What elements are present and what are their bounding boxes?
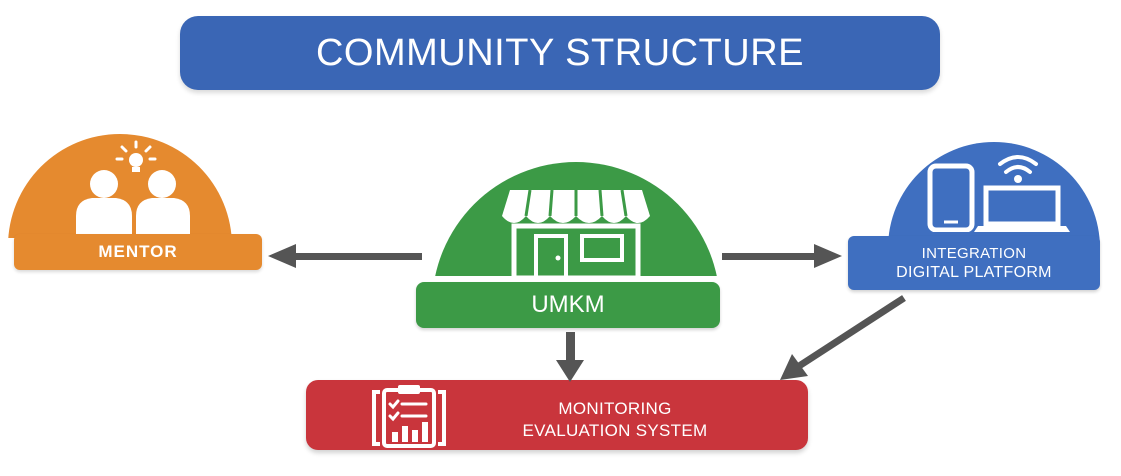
clipboard-chart-icon [372, 385, 446, 448]
arrowhead-monitoring-down [556, 360, 584, 382]
arrowhead-integration [814, 244, 842, 268]
storefront-icon [502, 189, 650, 278]
title-banner: COMMUNITY STRUCTURE [180, 16, 940, 90]
monitoring-label-line2: EVALUATION SYSTEM [522, 421, 708, 440]
arrowhead-mentor [268, 244, 296, 268]
arrow-umkm-to-mentor [290, 253, 422, 260]
mentor-node: MENTOR [14, 234, 262, 270]
monitoring-label-line1: MONITORING [558, 399, 672, 418]
integration-node: INTEGRATION DIGITAL PLATFORM [848, 236, 1100, 290]
connector-arrows [268, 244, 906, 382]
arrow-umkm-to-integration [722, 253, 822, 260]
arrow-umkm-to-monitoring [566, 332, 575, 362]
integration-label-line1: INTEGRATION [921, 245, 1027, 262]
umkm-label: UMKM [531, 291, 605, 318]
people-lightbulb-icon [76, 140, 190, 234]
integration-label-line2: DIGITAL PLATFORM [896, 264, 1052, 281]
diagram-title: COMMUNITY STRUCTURE [315, 31, 804, 74]
umkm-node: UMKM [416, 282, 720, 328]
monitoring-label: MONITORING EVALUATION SYSTEM [490, 398, 740, 442]
devices-wifi-icon [927, 155, 1070, 232]
arrowhead-monitoring-diagonal [780, 354, 808, 380]
arrow-integration-to-monitoring [794, 295, 906, 371]
mentor-label: MENTOR [98, 242, 178, 261]
